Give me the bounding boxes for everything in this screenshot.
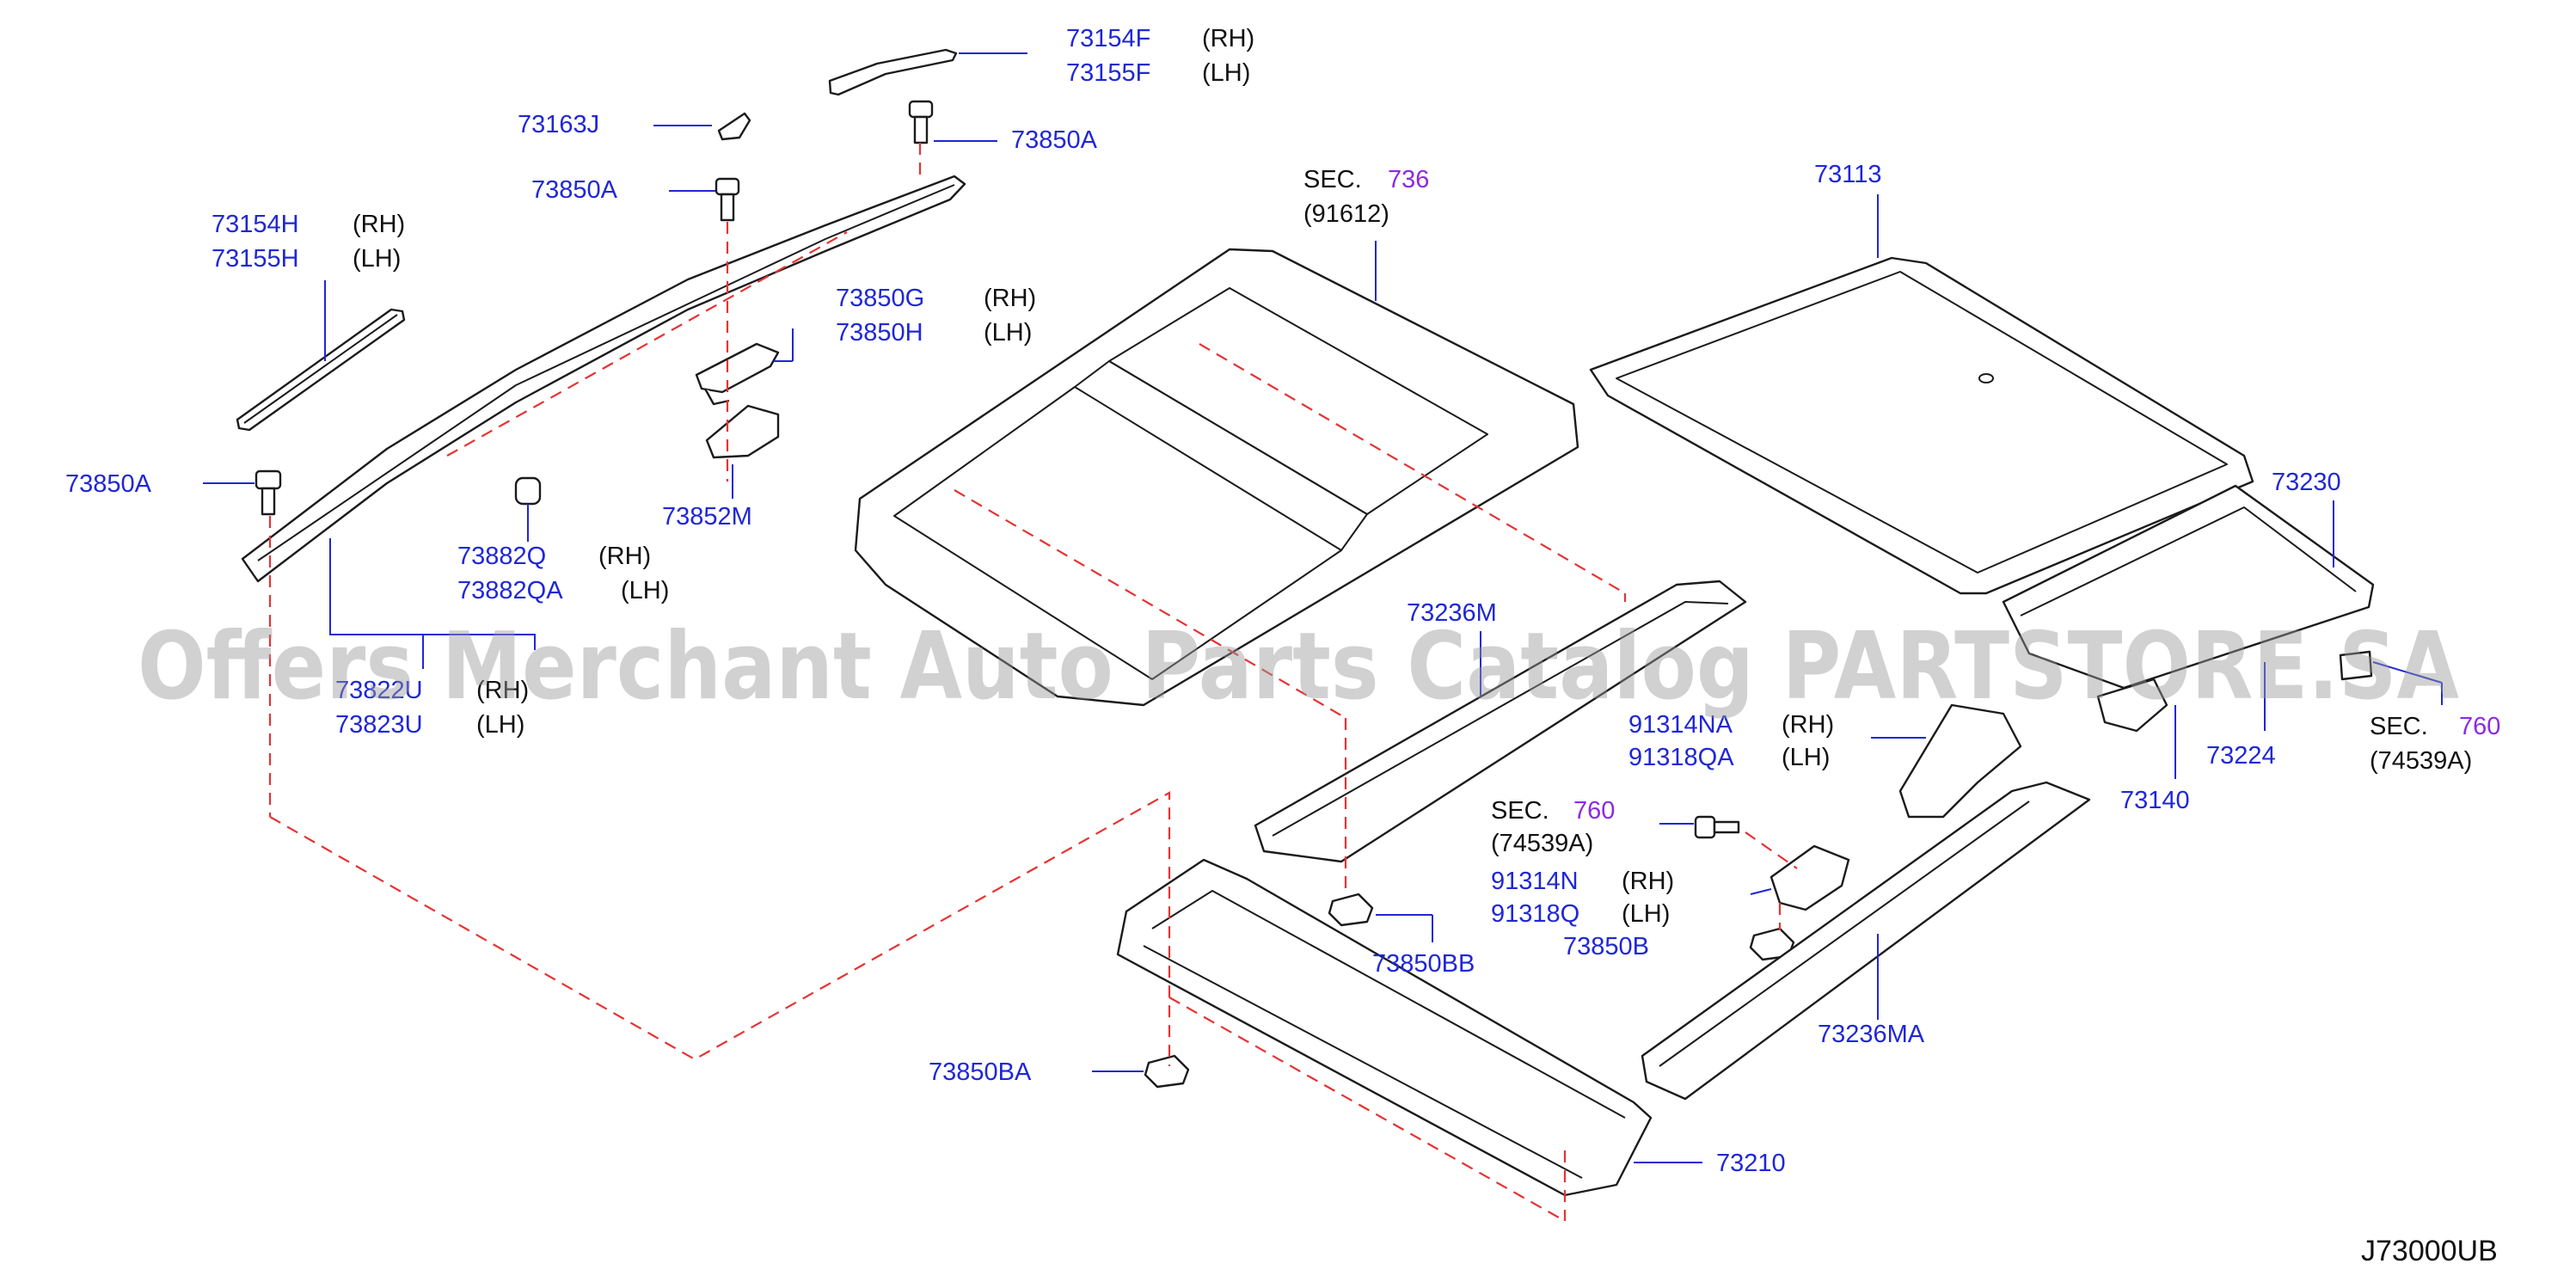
label-91318QA: 91318QA — [1628, 744, 1734, 771]
bolt-left — [255, 469, 282, 516]
label-73224: 73224 — [2206, 742, 2276, 770]
roof-rail-molding-front — [828, 48, 958, 96]
bolt-sec760-center — [1694, 815, 1740, 839]
label-73850B: 73850B — [1563, 933, 1649, 960]
label-73882Q-side: (RH) — [598, 543, 651, 570]
label-73850BB: 73850BB — [1372, 950, 1475, 978]
roof-reinforcement-73236M — [1254, 580, 1747, 863]
label-73852M: 73852M — [662, 503, 752, 531]
bracket-91314N — [1769, 844, 1850, 911]
label-91318Q-side: (LH) — [1622, 900, 1670, 928]
label-sec760b-word: SEC. — [2370, 713, 2428, 740]
label-73154H: 73154H — [212, 211, 299, 238]
label-73154F-side: (RH) — [1202, 25, 1254, 52]
label-73236M: 73236M — [1407, 599, 1497, 627]
label-73850A-top: 73850A — [1011, 126, 1098, 154]
label-91314NA-side: (RH) — [1782, 711, 1834, 739]
label-73882QA: 73882QA — [457, 577, 563, 604]
label-sec760-ref: (74539A) — [1491, 830, 1593, 857]
diagram-id: J73000UB — [2361, 1235, 2498, 1267]
label-73155F: 73155F — [1066, 59, 1150, 87]
leader-lines — [203, 52, 2443, 1163]
label-73154H-side: (RH) — [353, 211, 405, 238]
front-roof-header — [1116, 858, 1653, 1197]
label-73882Q: 73882Q — [457, 543, 546, 570]
watermark-text: Offers Merchant Auto Parts Catalog PARTS… — [138, 613, 2459, 721]
label-sec760b-ref: (74539A) — [2370, 747, 2472, 775]
label-91314NA: 91314NA — [1628, 711, 1733, 739]
label-91314N: 91314N — [1491, 868, 1579, 895]
label-73155H-side: (LH) — [353, 245, 401, 273]
label-73236MA: 73236MA — [1818, 1021, 1925, 1048]
clip-sec760-right — [2339, 650, 2373, 681]
label-73140: 73140 — [2120, 787, 2190, 814]
label-73850G-side: (RH) — [984, 285, 1036, 312]
label-73210: 73210 — [1716, 1150, 1786, 1177]
label-73823U: 73823U — [335, 711, 423, 739]
roof-reinforcement-73236MA — [1641, 781, 2091, 1101]
bolt-top-left — [715, 177, 740, 222]
sunroof-frame — [854, 248, 1579, 707]
label-73230: 73230 — [2272, 469, 2341, 496]
label-91314N-side: (RH) — [1622, 868, 1674, 895]
label-73850G: 73850G — [836, 285, 924, 312]
bracket-73140 — [2096, 678, 2168, 733]
label-73154F: 73154F — [1066, 25, 1150, 52]
assembly-guides — [268, 143, 1798, 1222]
label-91318Q: 91318Q — [1491, 900, 1579, 928]
bolt-top-right — [908, 100, 934, 144]
pin-73882Q — [514, 476, 542, 506]
bracket-73852M — [705, 404, 780, 459]
label-73823U-side: (LH) — [476, 711, 524, 739]
label-73850A-left: 73850A — [65, 470, 152, 498]
label-73850A-mid: 73850A — [531, 176, 618, 204]
nut-73850BB — [1328, 893, 1374, 927]
label-73155F-side: (LH) — [1202, 59, 1250, 87]
label-73850BA: 73850BA — [929, 1058, 1032, 1086]
label-sec736-ref: (91612) — [1303, 200, 1389, 228]
label-73882QA-side: (LH) — [621, 577, 669, 604]
label-sec736-word: SEC. — [1303, 166, 1362, 193]
label-sec760b-num[interactable]: 760 — [2459, 713, 2500, 740]
label-sec760-num[interactable]: 760 — [1573, 797, 1615, 825]
label-73822U: 73822U — [335, 677, 423, 704]
label-91318QA-side: (LH) — [1782, 744, 1830, 771]
rear-roof-bow — [2002, 484, 2375, 690]
label-sec760-word: SEC. — [1491, 797, 1549, 825]
label-73163J: 73163J — [518, 111, 599, 138]
roof-side-rail — [241, 175, 966, 583]
roof-trim-strip — [236, 308, 406, 432]
nut-73850BA — [1144, 1054, 1190, 1089]
bracket-91314NA — [1898, 703, 2022, 819]
label-73822U-side: (RH) — [476, 677, 529, 704]
label-73850H-side: (LH) — [984, 319, 1032, 347]
bracket-73850G — [695, 342, 780, 406]
label-sec736-num[interactable]: 736 — [1388, 166, 1429, 193]
roof-panel — [1589, 256, 2254, 595]
label-73850H: 73850H — [836, 319, 923, 347]
label-73155H: 73155H — [212, 245, 299, 273]
clip-73163J — [717, 112, 751, 141]
label-73113: 73113 — [1814, 161, 1882, 188]
